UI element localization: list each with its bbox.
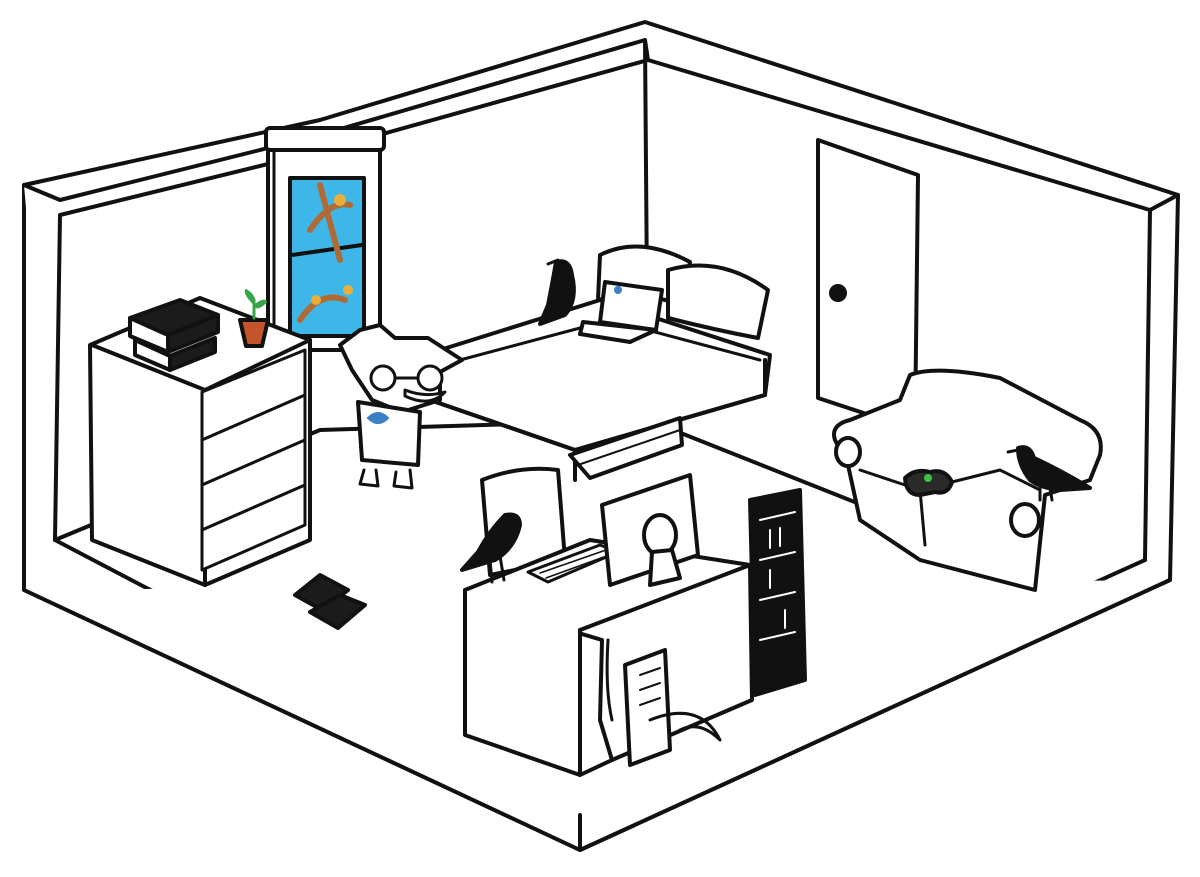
character-beak [403,388,447,403]
controller-button [924,474,932,482]
book-under-bed [568,416,684,480]
dresser [88,296,312,587]
dresser-drawers [200,348,307,572]
laptop [578,280,664,344]
book-stack [128,298,220,372]
door-knob [829,284,847,302]
window [264,126,386,352]
potted-plant [238,289,270,348]
media-tower [748,488,807,697]
floor-books [293,573,367,630]
crow-on-desk [460,512,522,584]
crow-on-couch [1006,445,1092,502]
monitor [600,473,700,587]
character [338,323,464,490]
pillow-right [666,263,770,340]
character-shirt [356,400,422,467]
laptop-emblem [614,286,622,294]
computer-tower [605,638,722,767]
door [816,138,920,432]
game-controller [903,468,954,497]
character-emblem [367,412,389,424]
couch [832,368,1103,592]
crow-on-bed [538,258,576,326]
